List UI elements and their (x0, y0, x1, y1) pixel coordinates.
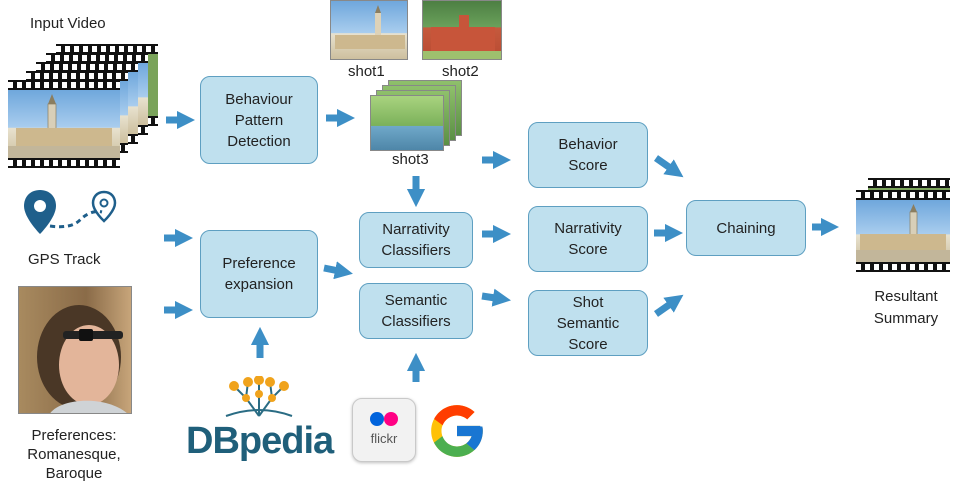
flickr-wordmark: flickr (370, 431, 398, 446)
preferences-label: Preferences: Romanesque, Baroque (27, 427, 121, 482)
flickr-pink-dot (384, 412, 398, 426)
preference-expansion-box: Preference expansion (200, 230, 318, 318)
narrativity-score-box: Narrativity Score (528, 206, 648, 272)
flickr-logo: flickr (352, 398, 416, 462)
arrow-icon (653, 155, 684, 178)
resultant-summary-label: Resultant Summary (873, 288, 939, 327)
dbpedia-logo: DBpedia (186, 376, 334, 466)
shot-semantic-score-box: Shot Semantic Score (528, 290, 648, 356)
film-strip-icon (8, 80, 120, 168)
user-photo (18, 286, 132, 414)
arrow-icon (653, 294, 684, 317)
shot3-frame (370, 95, 444, 151)
shot2-thumbnail (422, 0, 502, 60)
shot1-label: shot1 (348, 63, 385, 80)
shot3-label: shot3 (392, 151, 429, 168)
gps-track-label: GPS Track (28, 251, 101, 268)
gps-pin-icon (24, 190, 117, 234)
flickr-blue-dot (370, 412, 384, 426)
input-video-label: Input Video (30, 15, 106, 32)
chaining-box: Chaining (686, 200, 806, 256)
behaviour-pattern-detection-box: Behaviour Pattern Detection (200, 76, 318, 164)
narrativity-classifiers-box: Narrativity Classifiers (359, 212, 473, 268)
semantic-classifiers-box: Semantic Classifiers (359, 283, 473, 339)
shot1-thumbnail (330, 0, 408, 60)
behavior-score-box: Behavior Score (528, 122, 648, 188)
dbpedia-wordmark: DBpedia (186, 420, 334, 462)
shot2-label: shot2 (442, 63, 479, 80)
film-strip-icon (856, 190, 950, 272)
google-logo (431, 405, 483, 457)
arrow-icon (323, 261, 353, 280)
arrow-icon (481, 288, 511, 307)
